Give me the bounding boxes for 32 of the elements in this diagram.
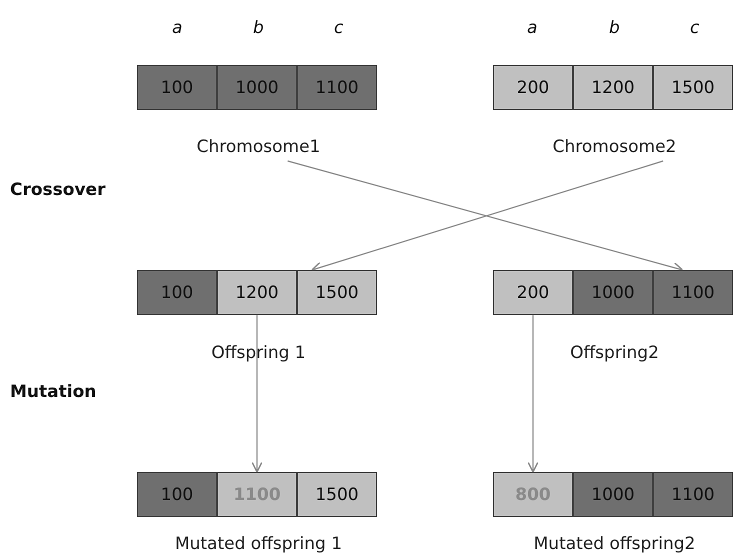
gene-cell: 1100	[297, 65, 377, 110]
gene-cell: 1500	[297, 270, 377, 315]
row-caption: Chromosome2	[552, 137, 676, 157]
gene-cell: 1500	[297, 472, 377, 517]
gene-cell: 1100	[653, 472, 733, 517]
row-caption: Chromosome1	[196, 137, 320, 157]
gene-cell: 1200	[573, 65, 653, 110]
row-caption: Mutated offspring2	[534, 534, 696, 554]
gene-cell: 1100	[653, 270, 733, 315]
gene-cell: 100	[137, 270, 217, 315]
row-caption: Mutated offspring 1	[174, 534, 342, 554]
gene-name: a	[527, 18, 538, 38]
gene-cell: 1000	[573, 472, 653, 517]
gene-cell: 200	[493, 270, 573, 315]
row-caption: Offspring 1	[211, 343, 306, 363]
gene-name: c	[334, 18, 344, 38]
row-caption: Offspring2	[570, 343, 659, 363]
gene-cell: 100	[137, 65, 217, 110]
gene-cell: 1200	[217, 270, 297, 315]
step-label: Crossover	[10, 180, 106, 200]
step-label: Mutation	[10, 382, 96, 402]
gene-cell: 1000	[573, 270, 653, 315]
gene-cell: 1000	[217, 65, 297, 110]
gene-name: b	[609, 18, 620, 38]
arrow	[527, 315, 539, 473]
gene-name: a	[172, 18, 182, 38]
gene-cell: 100	[137, 472, 217, 517]
gene-cell: 200	[493, 65, 573, 110]
gene-name: b	[253, 18, 264, 38]
gene-name: c	[690, 18, 700, 38]
gene-cell: 1500	[653, 65, 733, 110]
arrow	[251, 315, 263, 473]
